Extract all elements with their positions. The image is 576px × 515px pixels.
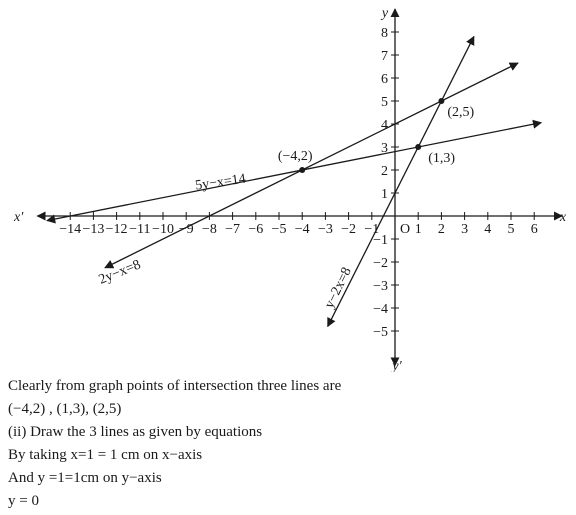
x-tick-label: 6: [531, 222, 538, 237]
x-tick-label: −14: [59, 222, 81, 237]
series-line-1: [46, 119, 543, 224]
x-tick-label: −6: [248, 222, 263, 237]
series-line-2: [104, 62, 519, 269]
x-tick-label: −1: [364, 222, 379, 237]
note-line: (ii) Draw the 3 lines as given by equati…: [8, 424, 263, 440]
x-tick-label: −8: [202, 222, 217, 237]
x-tick-label: −13: [82, 222, 104, 237]
x-tick-label: 4: [484, 222, 491, 237]
note-line: (−4,2) , (1,3), (2,5): [8, 401, 122, 417]
x-tick-label: −12: [106, 222, 128, 237]
y-tick-label: 8: [381, 26, 388, 41]
x-tick-label: 2: [438, 222, 445, 237]
x-tick-label: −3: [318, 222, 333, 237]
line-graph: xx′yy′O−14−13−12−11−10−9−8−7−6−5−4−3−2−1…: [13, 6, 567, 372]
intersection-point: [299, 167, 306, 173]
y-tick-label: −4: [373, 302, 388, 317]
y-tick-label: 2: [381, 164, 388, 179]
y-tick-label: 5: [381, 95, 388, 110]
note-line: Clearly from graph points of intersectio…: [8, 378, 342, 394]
y-tick-label: −1: [373, 233, 388, 248]
note-line: By taking x=1 = 1 cm on x−axis: [8, 447, 203, 463]
x-tick-label: −2: [341, 222, 356, 237]
x-tick-label: −9: [179, 222, 194, 237]
y-tick-label: 6: [381, 72, 388, 87]
y-tick-label: 7: [381, 49, 388, 64]
series-line-3: [327, 35, 475, 328]
series-label-2: 2y−x=8: [97, 257, 143, 287]
x-tick-label: −4: [295, 222, 310, 237]
point-label: (1,3): [428, 151, 455, 166]
y-tick-label: 1: [381, 187, 388, 202]
x-tick-label: 5: [508, 222, 515, 237]
x-tick-label: 3: [461, 222, 468, 237]
note-line: y = 0: [8, 493, 39, 509]
point-label: (2,5): [447, 105, 474, 120]
origin-label: O: [400, 222, 410, 237]
y-tick-label: −5: [373, 325, 388, 340]
intersection-point: [438, 98, 445, 104]
y-tick-label: −2: [373, 256, 388, 271]
note-line: And y =1=1cm on y−axis: [8, 470, 162, 486]
x-tick-label: −7: [225, 222, 240, 237]
solution-notes: Clearly from graph points of intersectio…: [8, 375, 568, 513]
series-label-3: y−2x=8: [322, 265, 355, 311]
y-axis-neg-name: y′: [390, 359, 402, 372]
y-tick-label: 4: [381, 118, 388, 133]
series-label-1: 5y−x=14: [194, 172, 246, 194]
x-axis-name: x: [559, 210, 567, 225]
x-tick-label: −10: [152, 222, 174, 237]
point-label: (−4,2): [278, 149, 313, 164]
intersection-point: [415, 144, 422, 150]
x-axis-neg-name: x′: [13, 210, 24, 225]
y-tick-label: 3: [381, 141, 388, 156]
x-tick-label: 1: [415, 222, 422, 237]
y-axis-name: y: [380, 6, 389, 21]
y-tick-label: −3: [373, 279, 388, 294]
x-tick-label: −11: [129, 222, 150, 237]
x-tick-label: −5: [272, 222, 287, 237]
